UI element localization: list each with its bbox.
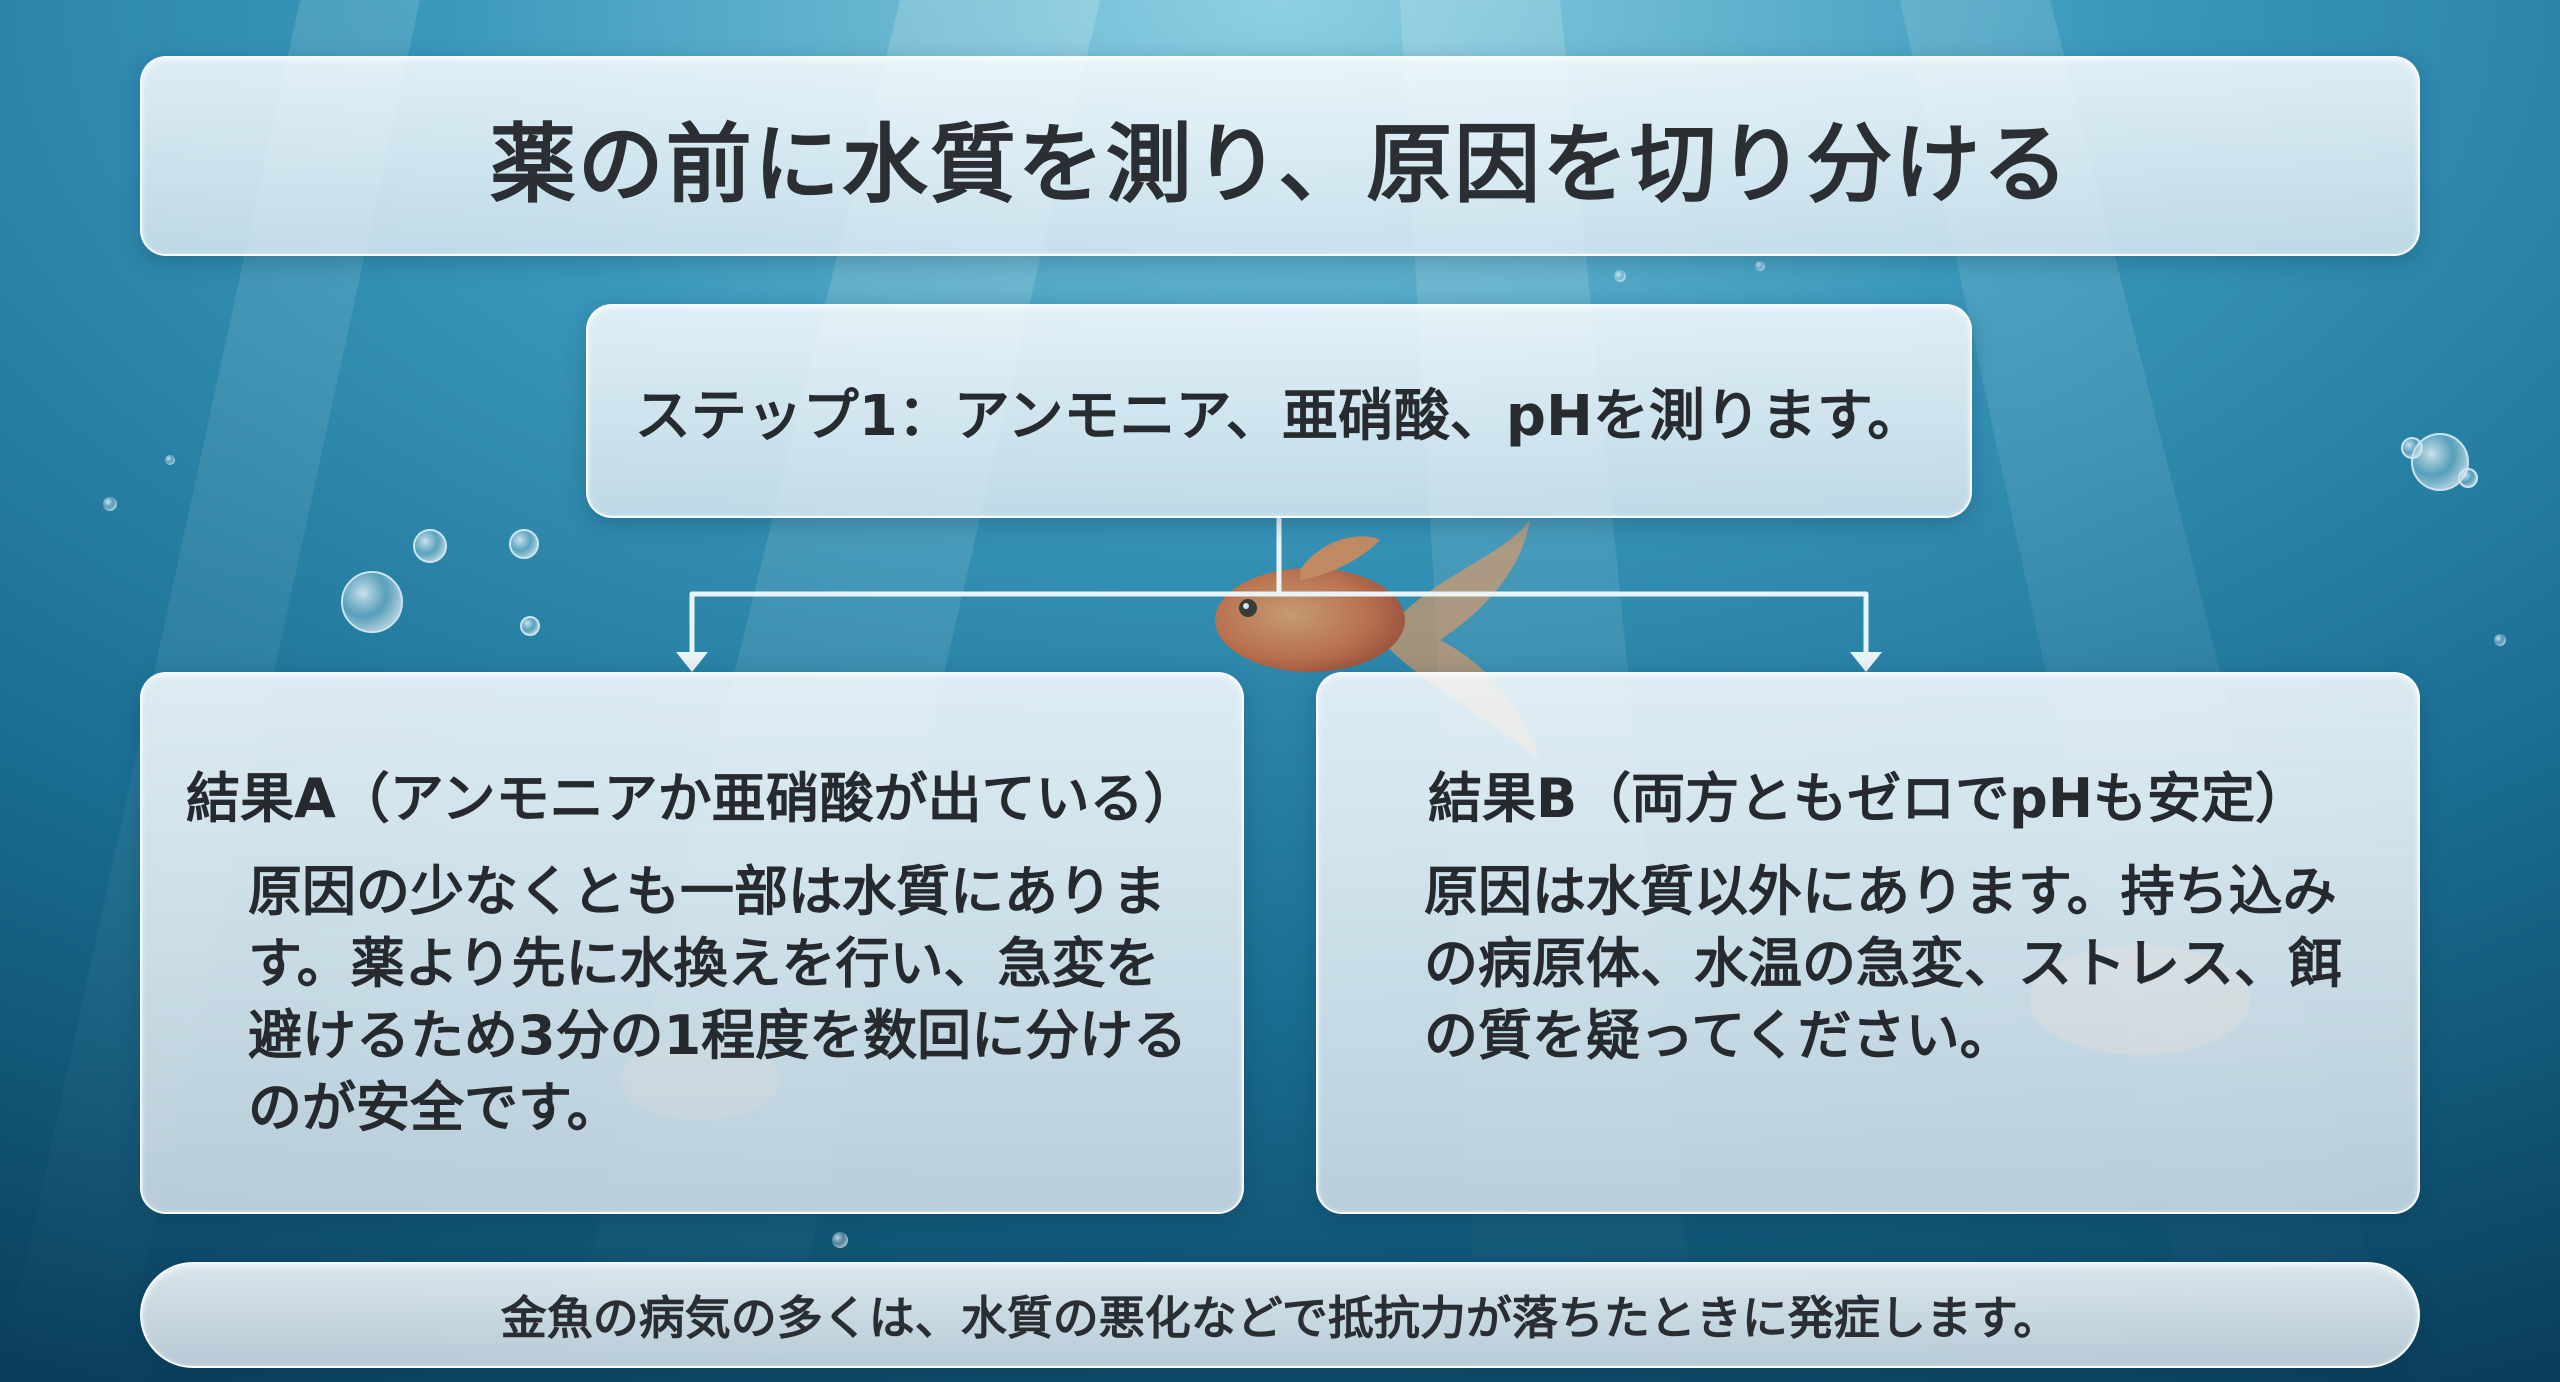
step-text: ステップ1：アンモニア、亜硝酸、pHを測ります。: [634, 383, 1924, 449]
result-b-heading: 結果B（両方ともゼロでpHも安定）: [1428, 767, 2310, 830]
result-b-panel: 結果B（両方ともゼロでpHも安定） 原因は水質以外にあります。持ち込み の病原体…: [1316, 672, 2420, 1214]
footer-panel: 金魚の病気の多くは、水質の悪化などで抵抗力が落ちたときに発症します。: [140, 1262, 2420, 1368]
result-b-line: の病原体、水温の急変、ストレス、餌: [1424, 932, 2342, 995]
result-a-line: 原因の少なくとも一部は水質にありま: [248, 860, 1166, 923]
result-a-line: のが安全です。: [248, 1076, 621, 1139]
result-a-panel: 結果A（アンモニアか亜硝酸が出ている） 原因の少なくとも一部は水質にありま す。…: [140, 672, 1244, 1214]
step-panel: ステップ1：アンモニア、亜硝酸、pHを測ります。: [586, 304, 1972, 518]
result-a-body: 原因の少なくとも一部は水質にありま す。薬より先に水換えを行い、急変を 避けるた…: [248, 856, 1188, 1144]
result-b-line: 原因は水質以外にあります。持ち込み: [1424, 860, 2337, 923]
footer-text: 金魚の病気の多くは、水質の悪化などで抵抗力が落ちたときに発症します。: [500, 1291, 2060, 1345]
result-a-heading: 結果A（アンモニアか亜硝酸が出ている）: [186, 767, 1198, 830]
result-b-body: 原因は水質以外にあります。持ち込み の病原体、水温の急変、ストレス、餌 の質を疑…: [1424, 856, 2364, 1072]
title-panel: 薬の前に水質を測り、原因を切り分ける: [140, 56, 2420, 256]
result-a-line: 避けるため3分の1程度を数回に分ける: [248, 1004, 1188, 1067]
result-b-line: の質を疑ってください。: [1424, 1004, 2014, 1067]
result-a-line: す。薬より先に水換えを行い、急変を: [248, 932, 1160, 995]
page-title: 薬の前に水質を測り、原因を切り分ける: [489, 114, 2071, 215]
bubble-decoration: [103, 261, 2506, 1248]
